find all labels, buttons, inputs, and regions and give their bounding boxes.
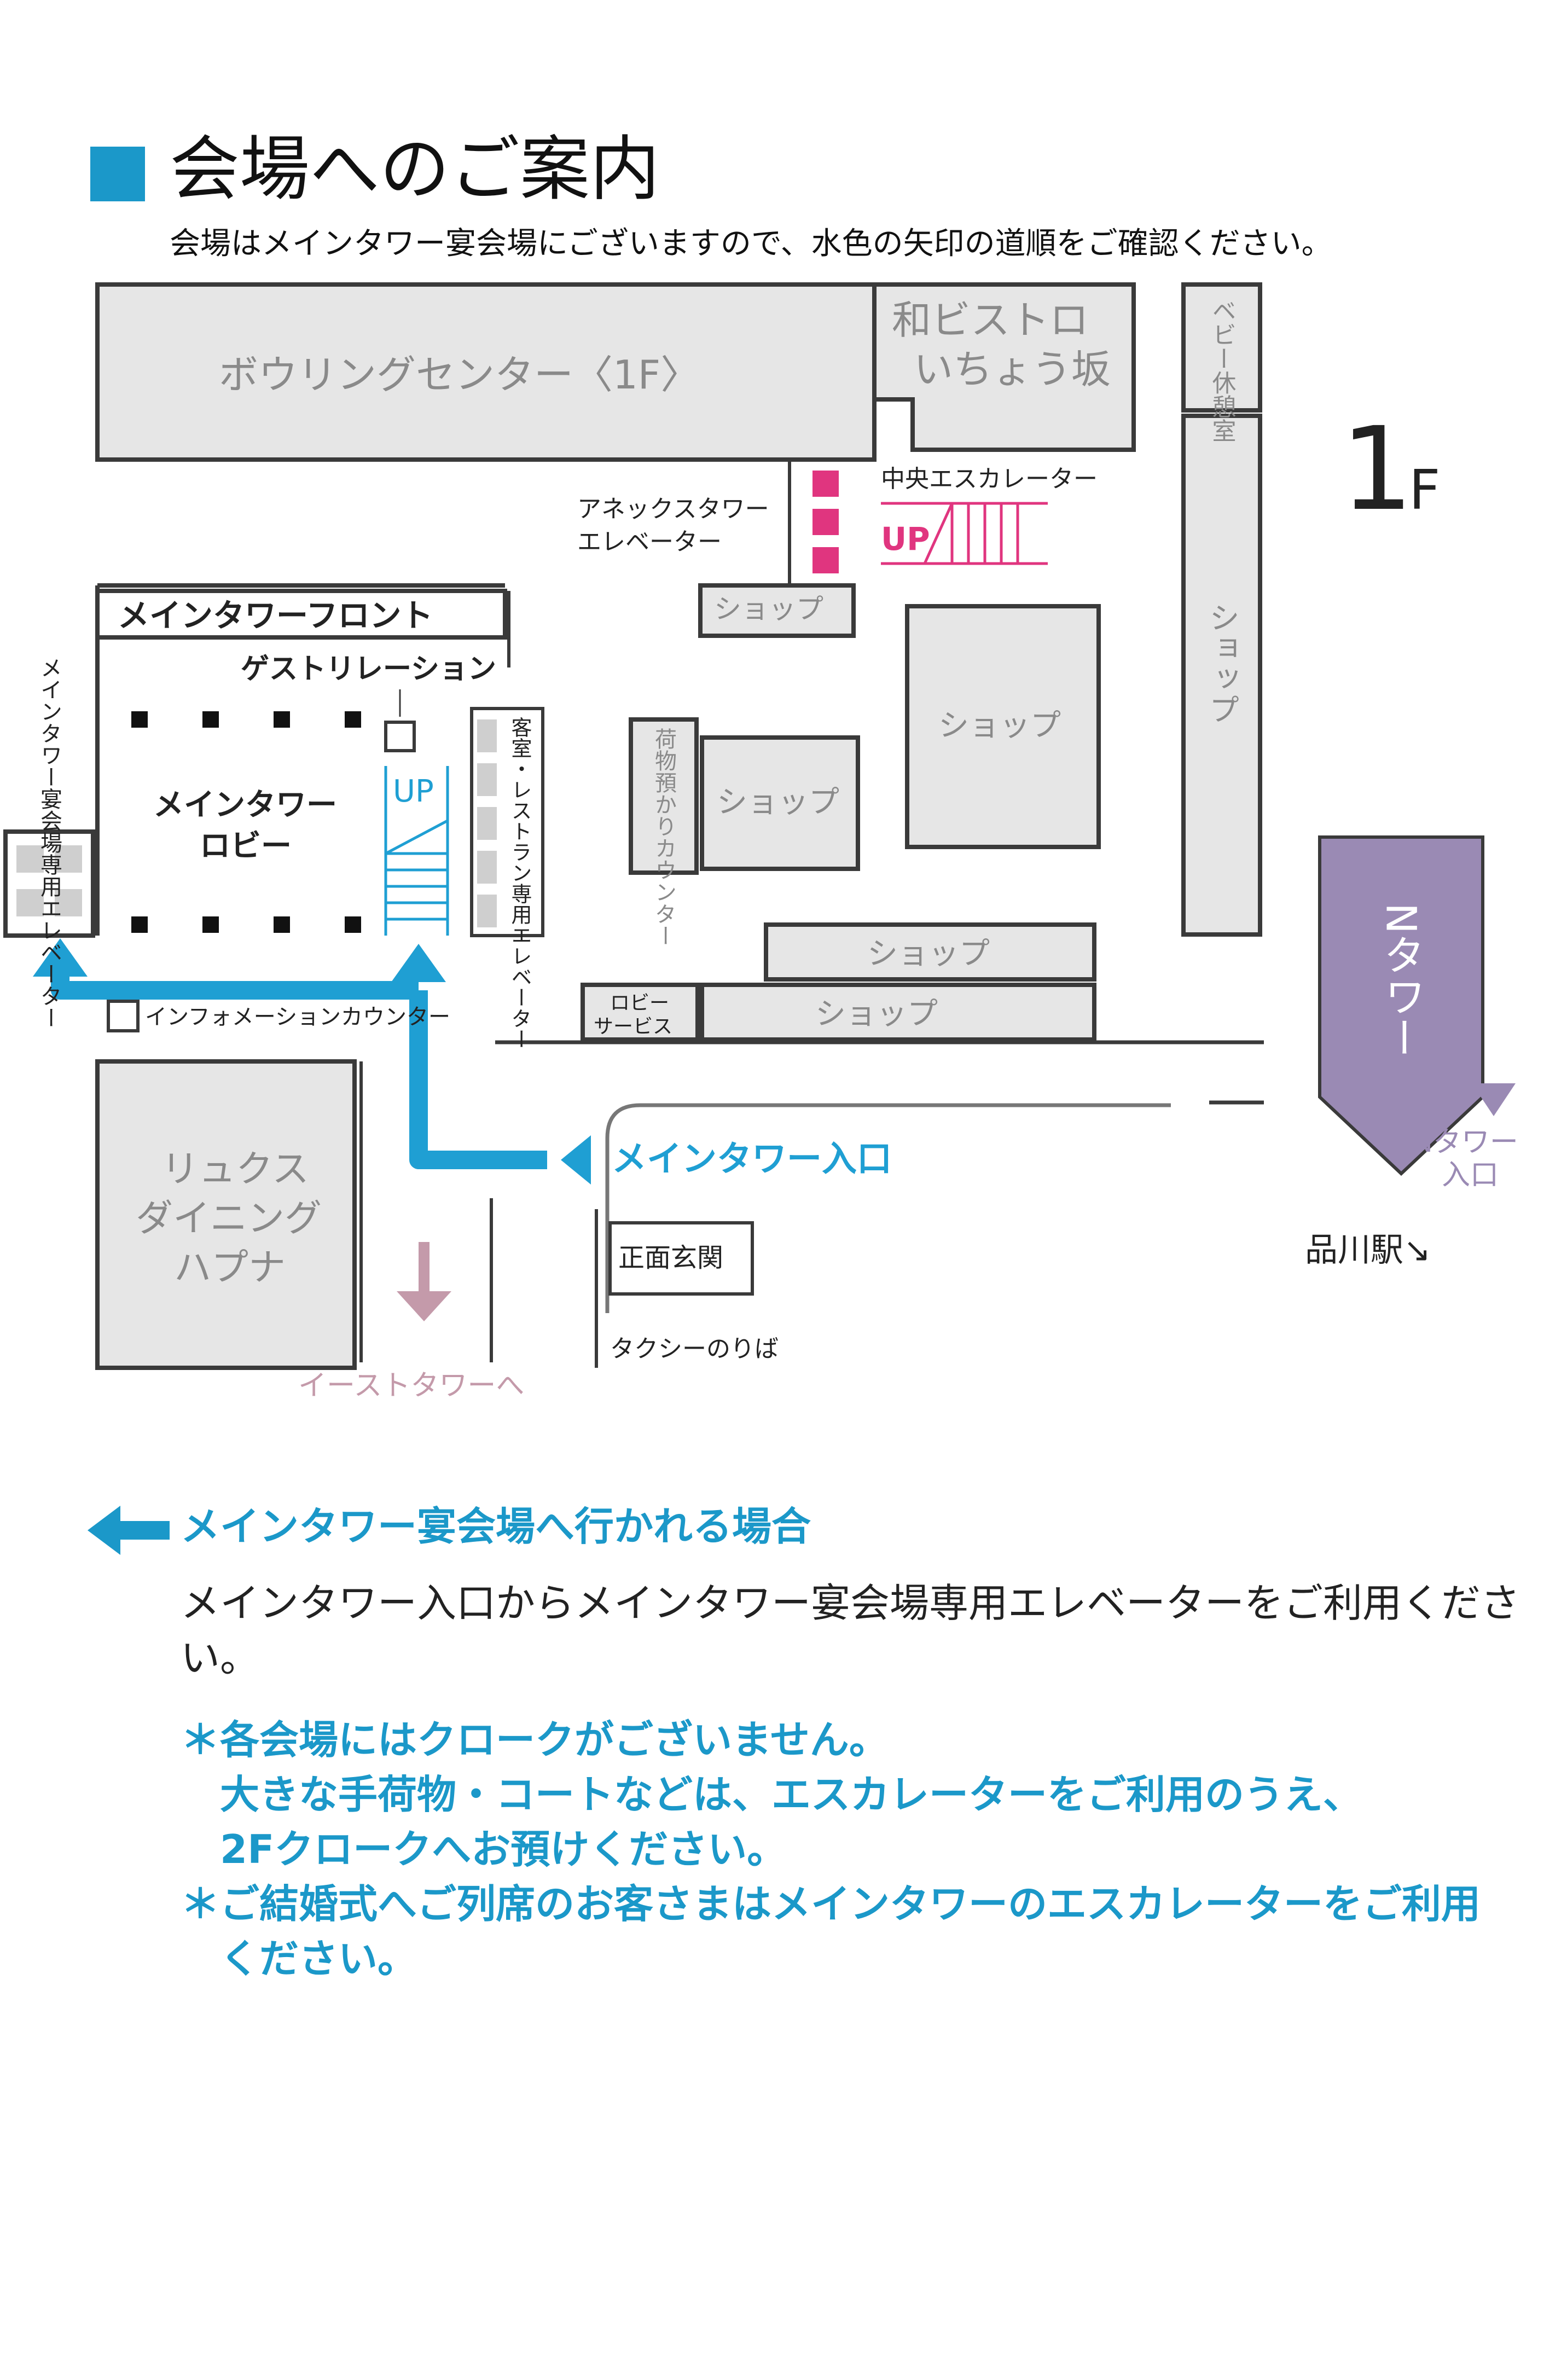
east-tower-arrow-icon [397, 1242, 451, 1321]
page-title: 会場へのご案内 [170, 129, 660, 210]
route-arrowhead-elevator [33, 938, 88, 977]
baby-room-label: ベビー休憩室 [1208, 298, 1237, 443]
lobby-service-label-line1: ロビー [610, 992, 669, 1014]
annex-elevator-label-line2: エレベーター [577, 528, 722, 556]
guest-elevator-cell [477, 807, 497, 840]
central-escalator-label: 中央エスカレーター [881, 465, 1098, 493]
shop-block-4 [764, 922, 1096, 982]
lobby-service-label-line2: サービス [594, 1015, 672, 1038]
guest-elevator-label: 客室・レストラン専用エレベーター [508, 717, 532, 1049]
shop-label-5: ショップ [815, 996, 938, 1032]
heading-square-icon [90, 147, 145, 201]
annex-elevator-label-line1: アネックスタワー [577, 495, 769, 523]
note-line: 大きな手荷物・コートなどは、エスカレーターをご利用のうえ、 [220, 1772, 1363, 1818]
entrance-triangle-icon [561, 1135, 591, 1185]
legend-arrow-icon [88, 1506, 170, 1555]
drive-curve [605, 1103, 1171, 1313]
page-subtitle: 会場はメインタワー宴会場にございますので、水色の矢印の道順をご確認ください。 [170, 226, 1332, 262]
route-arrowhead-escalator [391, 944, 446, 982]
floor-number: 1 [1340, 402, 1414, 536]
lobby-pillar [274, 711, 290, 728]
guest-elevator-cell [477, 719, 497, 752]
guest-elevator-cell [477, 895, 497, 927]
front-entrance-box [608, 1221, 754, 1296]
annex-elevator-marker [812, 471, 839, 497]
luggage-counter-label: 荷物預かりカウンター [651, 728, 676, 947]
note-line: 2Fクロークへお預けください。 [220, 1826, 787, 1872]
lobby-label-line1: メインタワー [153, 787, 337, 823]
guest-elevator-cell [477, 851, 497, 884]
shop-label-1: ショップ [714, 593, 823, 625]
floor-letter: F [1409, 458, 1441, 522]
shop-block-3 [700, 735, 860, 871]
lux-dining-block [95, 1059, 357, 1370]
annex-elevator-marker [812, 547, 839, 573]
legend-body: メインタワー入口からメインタワー宴会場専用エレベーターをご利用ください。 [181, 1580, 1520, 1681]
bowling-center-label: ボウリングセンター〈1F〉 [219, 352, 700, 398]
note-wedding: ＊ご結婚式へご列席のお客さまはメインタワーのエスカレーターをご利用 ください。 [181, 1877, 1548, 1986]
annex-elevator-marker [812, 509, 839, 535]
main-escalator [384, 766, 449, 936]
guest-relations-label: ゲストリレーション [241, 653, 496, 686]
front-entrance-label: 正面玄関 [618, 1243, 723, 1273]
lobby-pillar [131, 711, 148, 728]
n-tower-block [1318, 835, 1484, 1176]
lobby-label-line2: ロビー [200, 828, 292, 864]
main-tower-front-block [95, 589, 507, 640]
shop-block-5 [700, 983, 1096, 1042]
banquet-elevator-cell [55, 845, 82, 873]
main-tower-front-label: メインタワーフロント [118, 597, 433, 634]
note-line: ＊ご結婚式へご列席のお客さまはメインタワーのエスカレーターをご利用 [181, 1881, 1481, 1927]
baby-room-block [1181, 282, 1262, 413]
shinagawa-station-label: 品川駅↘ [1305, 1231, 1431, 1269]
lobby-pillar [345, 916, 361, 933]
banquet-elevator-cell [16, 889, 44, 916]
main-escalator-up-label: UP [393, 774, 434, 809]
banquet-elevator-cell [55, 889, 82, 916]
wa-bistro-block [872, 282, 1136, 452]
shop-label-3: ショップ [717, 785, 839, 820]
lux-dining-label-line3: ハプナ [174, 1246, 286, 1290]
shop-label-2: ショップ [938, 708, 1061, 744]
lux-dining-label-line1: リュクス [161, 1148, 309, 1191]
shop-label-4: ショップ [867, 936, 990, 972]
n-tower-entrance-icon [1472, 1083, 1516, 1116]
banquet-elevator-cell [16, 845, 44, 873]
shop-block-2 [905, 604, 1101, 849]
wa-bistro-label-line2: いちょう坂 [914, 346, 1111, 392]
right-shop-label: ショップ [1204, 602, 1240, 724]
lobby-service-block [581, 983, 700, 1042]
banquet-elevator-label: メインタワー宴会場専用エレベーター [37, 657, 62, 1029]
lobby-pillar [345, 711, 361, 728]
right-shop-block [1181, 414, 1262, 937]
legend-title: メインタワー宴会場へ行かれる場合 [181, 1504, 811, 1549]
guest-elevator-cell [477, 763, 497, 796]
lobby-pillar [202, 916, 219, 933]
lobby-pillar [202, 711, 219, 728]
n-tower-entrance-label-line2: 入口 [1442, 1159, 1499, 1192]
taxi-stand-label: タクシーのりば [610, 1335, 779, 1363]
information-counter-label: インフォメーションカウンター [145, 1005, 450, 1030]
main-tower-entrance-label: メインタワー入口 [612, 1139, 892, 1180]
floor-map: UP UP ボウリングセンター〈1F〉 [3, 282, 1518, 1402]
lobby-pillar [274, 916, 290, 933]
luggage-counter-block [629, 717, 699, 875]
central-escalator [881, 502, 1048, 565]
guest-relations-desk [384, 721, 416, 752]
shop-block-1 [698, 583, 856, 638]
note-cloak: ＊各会場にはクロークがございません。 大きな手荷物・コートなどは、エスカレーター… [181, 1713, 1548, 1877]
lobby-pillar [131, 916, 148, 933]
n-tower-entrance-label-line1: Nタワー [1412, 1126, 1518, 1159]
information-counter-desk [107, 1000, 140, 1032]
note-line: ＊各会場にはクロークがございません。 [181, 1717, 889, 1763]
to-east-tower-label: イーストタワーへ [298, 1369, 524, 1402]
n-tower-label: Nタワー [1377, 903, 1426, 1059]
lux-dining-label-line2: ダイニング [136, 1197, 322, 1240]
central-escalator-up-label: UP [881, 520, 930, 558]
notes: ＊各会場にはクロークがございません。 大きな手荷物・コートなどは、エスカレーター… [181, 1713, 1548, 1986]
note-line: ください。 [220, 1936, 417, 1982]
wa-bistro-label-line1: 和ビストロ [892, 297, 1089, 343]
bowling-center-block [95, 282, 877, 462]
